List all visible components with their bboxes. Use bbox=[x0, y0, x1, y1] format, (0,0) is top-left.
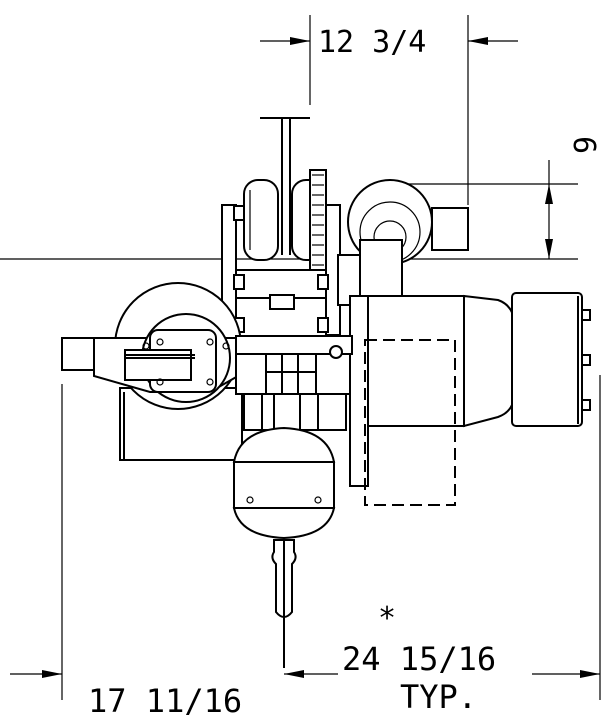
center-frame bbox=[235, 335, 353, 431]
motor bbox=[349, 292, 591, 506]
dimension-label-bottom-left: 17 11/16 bbox=[88, 682, 242, 719]
dimension-note-typ: TYP. bbox=[400, 678, 477, 716]
dimension-label-side-height: 6 bbox=[566, 136, 601, 154]
dimension-label-bottom-right: 24 15/16 bbox=[342, 640, 496, 678]
trolley-assembly bbox=[221, 169, 341, 336]
drive-wheel bbox=[337, 179, 469, 306]
beam-flange bbox=[260, 117, 310, 255]
hook-block bbox=[232, 426, 336, 668]
dimension-side-height: 6 bbox=[0, 136, 601, 260]
dimension-label-top-width: 12 3/4 bbox=[318, 25, 426, 60]
gearbox-drum bbox=[61, 282, 243, 461]
dimension-top-width: 12 3/4 bbox=[260, 15, 518, 205]
dimension-asterisk: * bbox=[378, 601, 396, 636]
dimension-bottom: 17 11/16 * 24 15/16 TYP. bbox=[10, 375, 601, 719]
